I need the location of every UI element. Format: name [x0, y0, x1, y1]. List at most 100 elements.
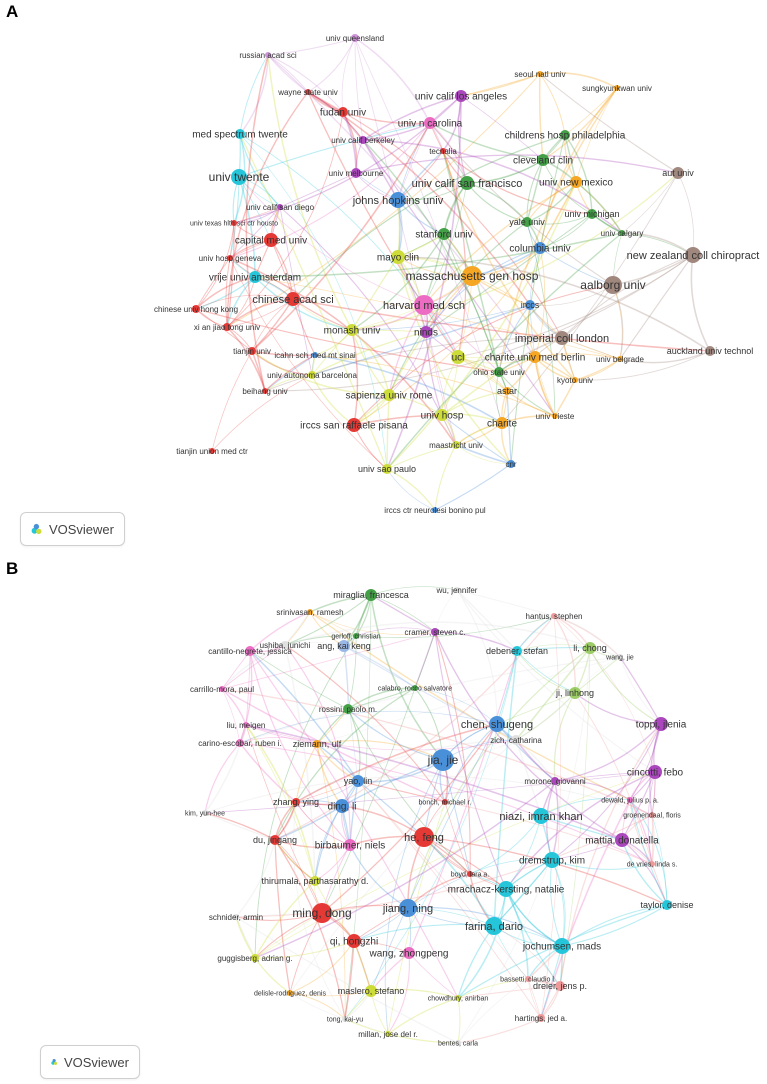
node-de-vries-linda-s[interactable] [649, 861, 655, 867]
node-astar[interactable] [503, 387, 511, 395]
node-he-feng[interactable] [414, 827, 434, 847]
node-univ-calif-los-angeles[interactable] [455, 90, 467, 102]
node-univ-calif-san-diego[interactable] [277, 204, 283, 210]
node-maastricht-univ[interactable] [452, 441, 460, 449]
node-kim-yun-hee[interactable] [202, 810, 208, 816]
node-mayo-clin[interactable] [391, 250, 405, 264]
node-auckland-univ-technol[interactable] [705, 346, 715, 356]
node-tong-kai-yu[interactable] [342, 1016, 348, 1022]
node-miraglia-francesca[interactable] [365, 589, 377, 601]
node-univ-hosp[interactable] [436, 409, 448, 421]
node-sungkyunkwan-univ[interactable] [614, 85, 620, 91]
node-niazi-imran-khan[interactable] [533, 808, 549, 824]
node-childrens-hosp-philadelphia[interactable] [560, 130, 570, 140]
node-cnr[interactable] [507, 460, 515, 468]
node-univ-hosp-geneva[interactable] [227, 255, 233, 261]
node-carino-escobar-ruben-i[interactable] [236, 739, 244, 747]
node-russian-acad-sci[interactable] [265, 52, 271, 58]
node-liu-meigen[interactable] [243, 722, 249, 728]
node-tianjin-univ[interactable] [248, 347, 256, 355]
node-debener-stefan[interactable] [512, 646, 522, 656]
node-stanford-univ[interactable] [438, 228, 450, 240]
node-ucl[interactable] [451, 350, 465, 364]
node-srinivasan-ramesh[interactable] [307, 609, 313, 615]
node-wu-jennifer[interactable] [454, 587, 460, 593]
node-dewald-julius-p-a[interactable] [627, 797, 633, 803]
node-chinese-acad-sci[interactable] [286, 292, 300, 306]
node-bentes-carla[interactable] [455, 1040, 461, 1046]
node-chen-shugeng[interactable] [489, 716, 505, 732]
node-maslero-stefano[interactable] [365, 985, 377, 997]
node-ushiba-junichi[interactable] [281, 641, 289, 649]
node-tianjin-union-med-ctr[interactable] [209, 448, 215, 454]
node-univ-calgary[interactable] [619, 230, 625, 236]
node-harvard-med-sch[interactable] [414, 295, 434, 315]
node-kyoto-univ[interactable] [572, 377, 578, 383]
node-gerloff-christian[interactable] [353, 633, 359, 639]
node-groenendaal-floris[interactable] [649, 812, 655, 818]
node-imperial-coll-london[interactable] [555, 331, 569, 345]
node-cramer-steven-c[interactable] [431, 628, 439, 636]
node-cantillo-negrete-jessica[interactable] [245, 646, 255, 656]
node-guggisberg-adrian-g[interactable] [251, 954, 259, 962]
node-capital-med-univ[interactable] [264, 233, 278, 247]
node-charite[interactable] [496, 417, 508, 429]
node-univ-autonoma-barcelona[interactable] [308, 371, 316, 379]
node-univ-twente[interactable] [231, 169, 247, 185]
node-charite-univ-med-berlin[interactable] [529, 351, 541, 363]
node-univ-calif-berkeley[interactable] [359, 136, 367, 144]
node-fudan-univ[interactable] [338, 107, 348, 117]
node-delisle-rodriguez-denis[interactable] [287, 990, 293, 996]
node-cleveland-clin[interactable] [537, 154, 549, 166]
node-du-jingang[interactable] [270, 835, 280, 845]
node-wang-zhongpeng[interactable] [403, 947, 415, 959]
node-wayne-state-univ[interactable] [305, 89, 311, 95]
node-univ-calif-san-francisco[interactable] [460, 176, 474, 190]
node-ohio-state-univ[interactable] [494, 367, 504, 377]
node-irccs-san-raffaele-pisana[interactable] [347, 418, 361, 432]
node-bassetti-claudio-l[interactable] [525, 976, 531, 982]
node-wang-jie[interactable] [617, 654, 623, 660]
node-univ-texas-hlth-sci-ctr-housto[interactable] [231, 220, 237, 226]
node-carrillo-mora-paul[interactable] [219, 686, 225, 692]
node-columbia-univ[interactable] [534, 242, 546, 254]
node-new-zealand-coll-chiropract[interactable] [685, 247, 701, 263]
node-zhang-ying[interactable] [292, 798, 300, 806]
node-icahn-sch-med-mt-sinai[interactable] [312, 352, 318, 358]
node-irccs-ctr-neurolesi-bonino-pul[interactable] [432, 507, 438, 513]
node-ming-dong[interactable] [312, 903, 332, 923]
node-bonch-michael-r[interactable] [442, 799, 448, 805]
node-ding-li[interactable] [335, 799, 349, 813]
node-irccs[interactable] [525, 300, 535, 310]
node-qi-hongzhi[interactable] [347, 934, 361, 948]
node-jiang-ning[interactable] [399, 899, 417, 917]
node-mrachacz-kersting-natalie[interactable] [498, 881, 514, 897]
node-taylor-denise[interactable] [662, 900, 672, 910]
node-sapienza-univ-rome[interactable] [383, 389, 395, 401]
node-aut-univ[interactable] [672, 167, 684, 179]
node-ziemann-ulf[interactable] [313, 740, 321, 748]
node-med-spectrum-twente[interactable] [235, 129, 245, 139]
node-yale-univ[interactable] [522, 217, 532, 227]
node-rossini-paolo-m[interactable] [343, 704, 353, 714]
node-vrije-univ-amsterdam[interactable] [249, 271, 261, 283]
node-chinese-univ-hong-kong[interactable] [192, 305, 200, 313]
node-xi-an-jiao-tong-univ[interactable] [223, 323, 231, 331]
node-hantus-stephen[interactable] [551, 613, 557, 619]
node-zich-catharina[interactable] [511, 735, 521, 745]
node-millan-jose-del-r[interactable] [385, 1031, 391, 1037]
node-ji-linhong[interactable] [569, 687, 581, 699]
node-toppi-jlenia[interactable] [654, 717, 668, 731]
vosviewer-badge-b[interactable]: VOSviewer [40, 1045, 140, 1079]
node-jochumsen-mads[interactable] [554, 938, 570, 954]
node-univ-trieste[interactable] [552, 413, 558, 419]
node-seoul-natl-univ[interactable] [537, 71, 543, 77]
node-schnider-armin[interactable] [233, 914, 239, 920]
node-univ-belgrade[interactable] [617, 356, 623, 362]
node-monash-univ[interactable] [346, 324, 358, 336]
node-massachusetts-gen-hosp[interactable] [462, 266, 482, 286]
vosviewer-badge-a[interactable]: VOSviewer [20, 512, 125, 546]
node-jia-jie[interactable] [432, 749, 454, 771]
